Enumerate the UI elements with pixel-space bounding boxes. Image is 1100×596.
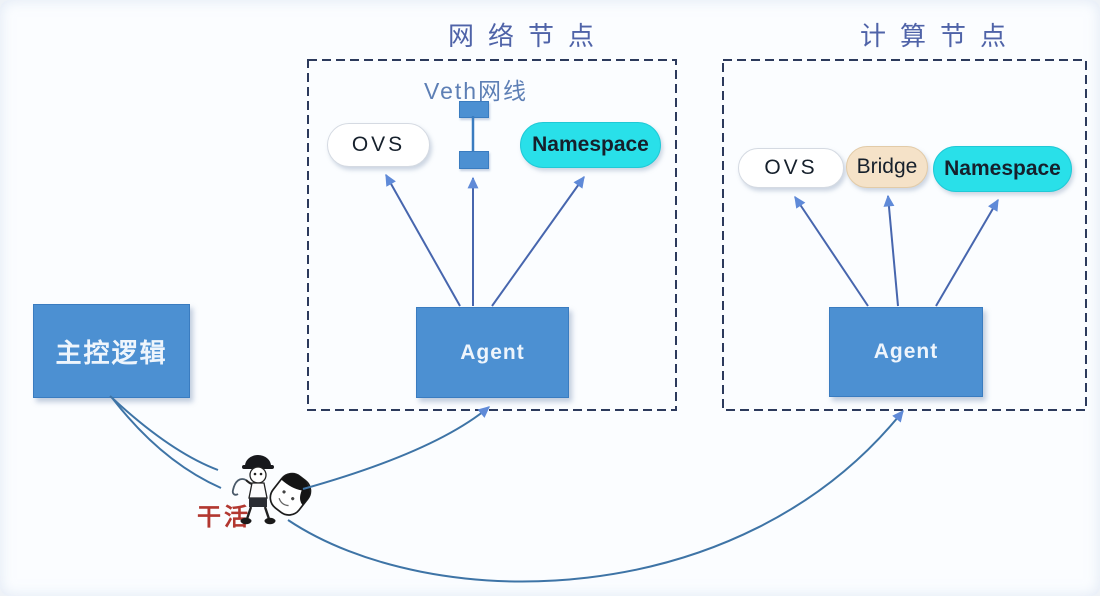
curve-master-to-worker-2	[112, 398, 222, 489]
curve-master-to-worker-1	[109, 395, 219, 471]
network-namespace-pill: Namespace	[520, 122, 661, 168]
rider-figure-icon	[240, 455, 276, 525]
curve-worker-to-network-agent	[302, 406, 490, 490]
arrow-compute-agent-to-namespace	[935, 198, 999, 307]
compute-bridge-pill: Bridge	[846, 146, 928, 188]
network-node-title: 网络节点	[448, 21, 609, 51]
compute-node-title: 计算节点	[860, 21, 1021, 51]
veth-endpoint-bottom	[459, 151, 489, 169]
compute-ovs-pill: OVS	[738, 148, 844, 188]
whip-icon	[231, 478, 247, 496]
arrow-network-agent-to-ovs	[385, 173, 461, 307]
arrow-network-agent-to-namespace	[491, 175, 585, 307]
master-logic-box: 主控逻辑	[33, 304, 190, 398]
compute-agent-box: Agent	[829, 307, 983, 397]
curve-worker-to-compute-agent	[287, 409, 904, 583]
network-agent-box: Agent	[416, 307, 569, 398]
taskmaster-cartoon	[231, 455, 312, 525]
network-ovs-pill: OVS	[327, 123, 430, 167]
arrow-compute-agent-to-ovs	[794, 195, 869, 307]
big-head-figure-icon	[269, 472, 312, 516]
arrow-compute-agent-to-bridge	[883, 194, 899, 307]
compute-namespace-pill: Namespace	[933, 146, 1072, 192]
worker-label: 干活	[197, 504, 251, 531]
veth-endpoint-top	[459, 101, 489, 118]
